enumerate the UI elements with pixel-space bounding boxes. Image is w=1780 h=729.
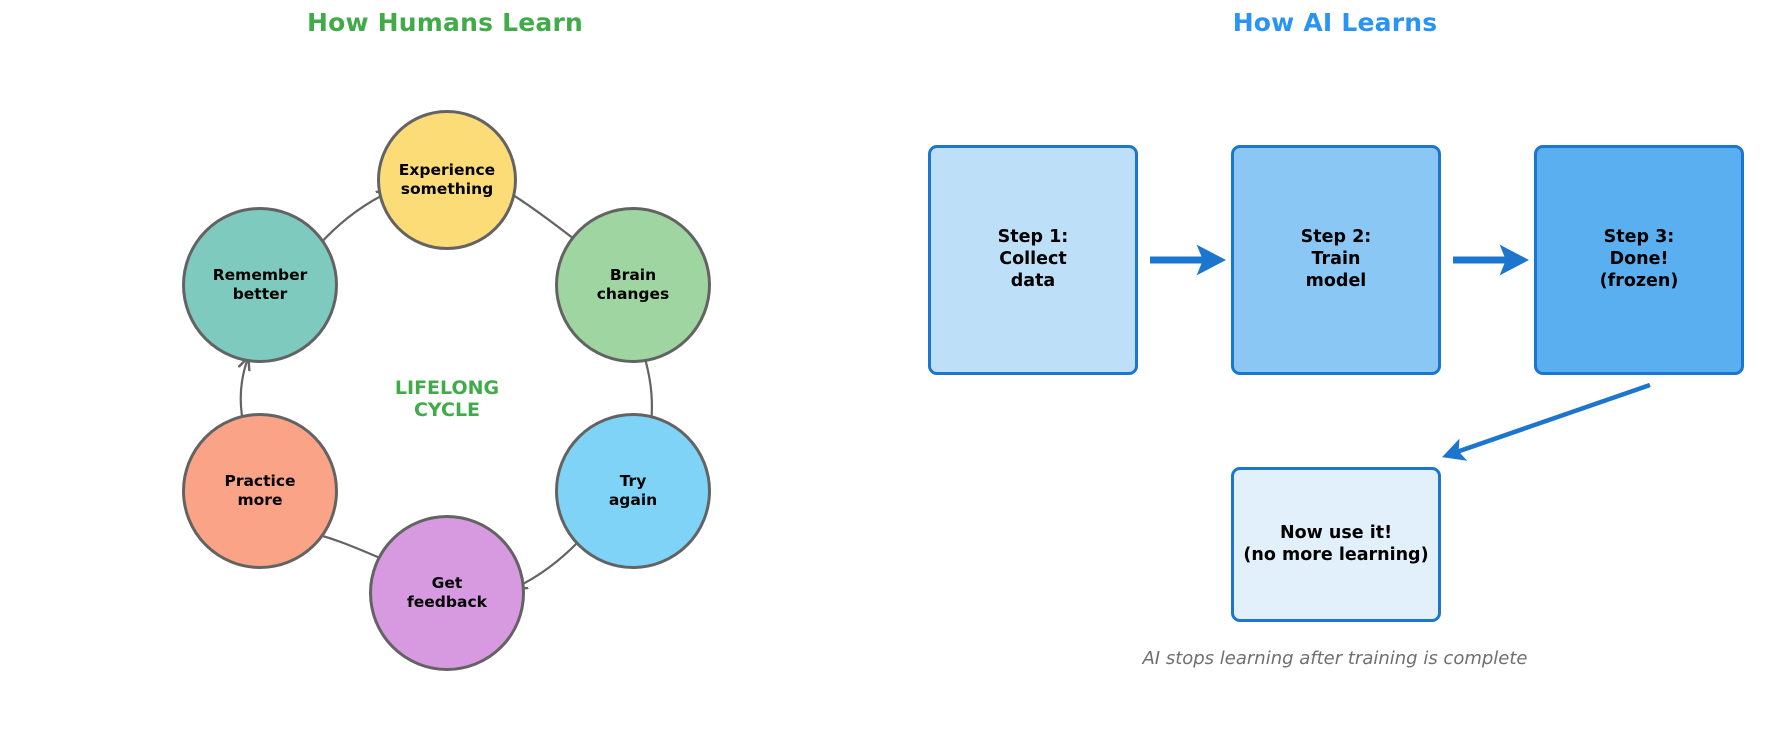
cycle-node-label: Try again (608, 472, 658, 509)
cycle-node-label: Get feedback (407, 574, 487, 611)
ai-box-label: Now use it! (no more learning) (1243, 522, 1429, 565)
ai-box-label: Step 2: Train model (1300, 227, 1372, 291)
cycle-node-experience-something[interactable]: Experience something (377, 110, 517, 250)
cycle-node-practice-more[interactable]: Practice more (182, 413, 338, 569)
cycle-center-label: LIFELONG CYCLE (394, 377, 500, 421)
ai-learning-panel: How AI Learns Step 1: Collect data Step 2… (890, 0, 1780, 729)
ai-box-step-1-collect-data[interactable]: Step 1: Collect data (928, 145, 1138, 375)
ai-panel-title: How AI Learns (1232, 8, 1438, 37)
human-panel-title: How Humans Learn (306, 8, 583, 37)
ai-caption: AI stops learning after training is comp… (1142, 648, 1528, 669)
ai-box-step-3-done-frozen[interactable]: Step 3: Done! (frozen) (1534, 145, 1744, 375)
cycle-node-label: Experience something (398, 161, 496, 198)
cycle-node-try-again[interactable]: Try again (555, 413, 711, 569)
cycle-node-get-feedback[interactable]: Get feedback (369, 515, 525, 671)
ai-arrows-layer (1150, 244, 1651, 461)
ai-box-now-use-it[interactable]: Now use it! (no more learning) (1231, 467, 1441, 622)
ai-box-label: Step 1: Collect data (997, 227, 1069, 291)
ai-arrow-step3-to-result (1442, 382, 1651, 461)
cycle-node-label: Remember better (212, 266, 308, 303)
cycle-node-label: Brain changes (596, 266, 670, 303)
ai-box-step-2-train-model[interactable]: Step 2: Train model (1231, 145, 1441, 375)
ai-box-label: Step 3: Done! (frozen) (1599, 227, 1679, 291)
cycle-node-remember-better[interactable]: Remember better (182, 207, 338, 363)
cycle-node-brain-changes[interactable]: Brain changes (555, 207, 711, 363)
cycle-node-label: Practice more (224, 472, 296, 509)
